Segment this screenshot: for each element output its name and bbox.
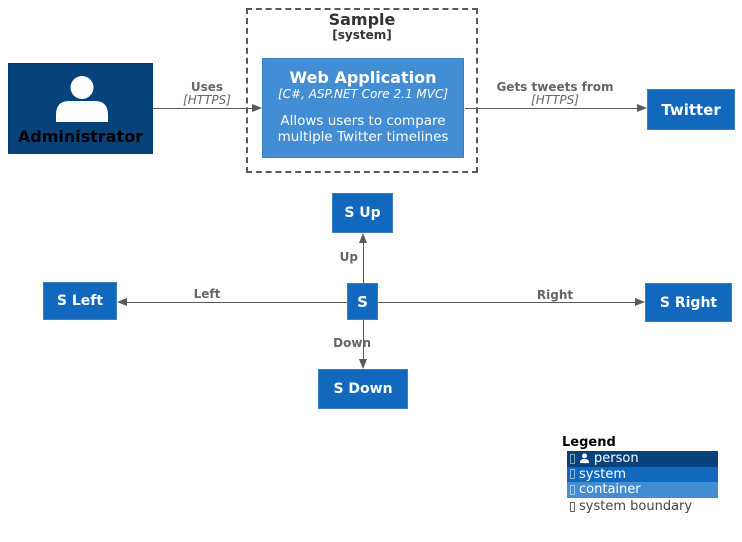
up-relationship-label: Up (339, 250, 358, 264)
uses-arrow-line (153, 108, 253, 109)
system-boundary-box (246, 8, 478, 173)
person-node-administrator: Administrator (8, 63, 153, 154)
missing-glyph-icon (570, 501, 575, 512)
system-node-s-up: S Up (332, 193, 393, 233)
container-tech: [C#, ASP.NET Core 2.1 MVC] (277, 87, 449, 102)
legend-title: Legend (562, 435, 616, 450)
twitter-label: Twitter (661, 100, 721, 119)
legend-item-label: person (594, 451, 639, 467)
person-label: Administrator (17, 127, 144, 146)
tweets-arrow-line (465, 108, 638, 109)
legend-item-label: system boundary (579, 499, 693, 514)
system-node-twitter: Twitter (647, 89, 735, 130)
system-node-s-right: S Right (645, 283, 732, 322)
system-node-s: S (347, 283, 378, 320)
up-arrowhead-icon (359, 233, 367, 243)
legend-item-person: person (567, 451, 718, 467)
legend-item-label: container (579, 482, 641, 498)
container-description: Allows users to compare multiple Twitter… (277, 112, 449, 145)
legend-person-icon (580, 453, 589, 464)
uses-arrowhead-icon (252, 104, 262, 112)
s-label: S (357, 292, 368, 311)
legend-item-system-boundary: system boundary (567, 499, 718, 515)
tweets-label-tech: [HTTPS] (531, 92, 579, 107)
system-node-s-left: S Left (43, 282, 117, 320)
tweets-relationship-label: Gets tweets from [HTTPS] (490, 81, 620, 106)
legend-item-label: system (579, 466, 626, 482)
missing-glyph-icon (570, 469, 575, 480)
person-icon (56, 76, 108, 122)
legend-item-system: system (567, 466, 718, 482)
right-relationship-label: Right (536, 288, 574, 302)
legend-item-container: container (567, 482, 718, 498)
uses-relationship-label: Uses [HTTPS] (167, 81, 247, 106)
system-node-s-down: S Down (318, 369, 408, 409)
s-left-label: S Left (56, 293, 104, 309)
s-up-label: S Up (344, 205, 381, 221)
tweets-label-text: Gets tweets from (496, 80, 614, 94)
down-arrow-line (363, 320, 364, 360)
boundary-title: Sample (328, 10, 396, 29)
down-arrowhead-icon (359, 359, 367, 369)
right-arrow-line (378, 302, 636, 303)
uses-label-text: Uses (190, 80, 224, 94)
left-arrow-line (126, 302, 347, 303)
missing-glyph-icon (570, 484, 575, 495)
system-boundary-header: Sample [system] (246, 10, 478, 43)
container-title: Web Application (289, 68, 437, 87)
uses-label-tech: [HTTPS] (183, 92, 231, 107)
s-right-label: S Right (659, 294, 718, 311)
up-arrow-line (363, 242, 364, 283)
left-arrowhead-icon (117, 298, 127, 306)
right-arrowhead-icon (635, 298, 645, 306)
boundary-subtitle: [system] (332, 28, 392, 43)
tweets-arrowhead-icon (637, 104, 647, 112)
legend: person system container system boundary (567, 451, 718, 515)
down-relationship-label: Down (333, 336, 371, 350)
s-down-label: S Down (333, 381, 393, 397)
missing-glyph-icon (570, 453, 575, 464)
container-node-web-application: Web Application [C#, ASP.NET Core 2.1 MV… (262, 58, 464, 158)
left-relationship-label: Left (193, 287, 221, 301)
